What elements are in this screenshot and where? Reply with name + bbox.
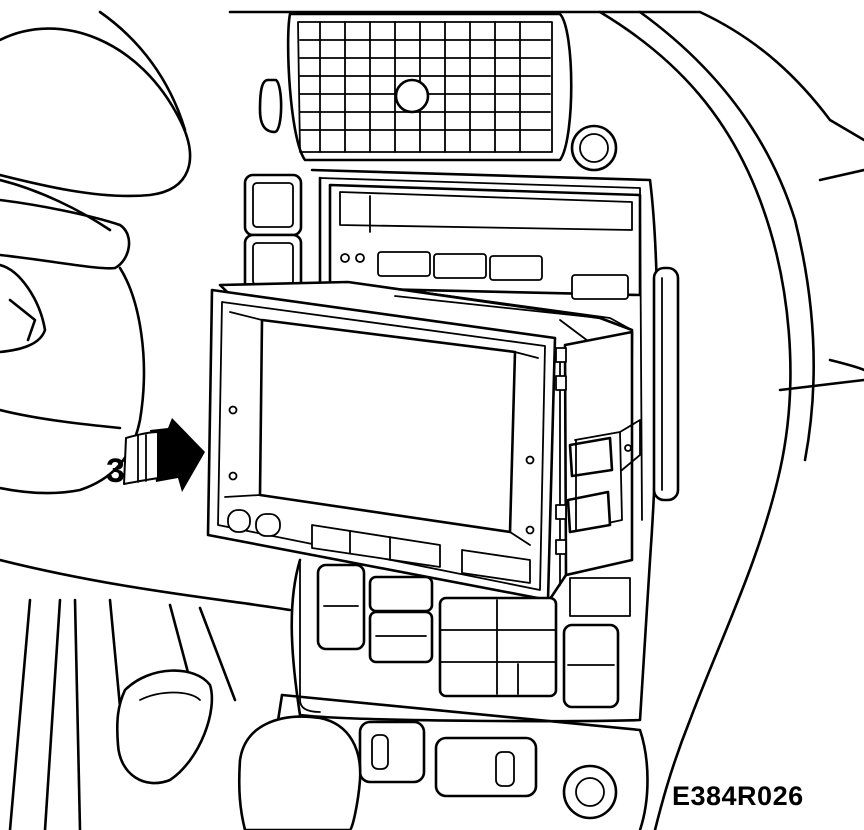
bezel-button-far [461,549,531,584]
bezel-button-left [227,509,251,533]
hazard-button [570,124,618,172]
callout-number: 3 [106,452,125,490]
air-vent [258,12,573,162]
bezel-button-strip [311,524,441,568]
right-slot [652,266,680,502]
lower-console [237,693,649,830]
steering-wheel-fragment [0,198,146,495]
climate-control-panel [299,559,631,713]
vent-knob [394,78,430,114]
side-switches [243,173,303,295]
dashboard-outline [0,10,864,830]
figure-id: E384R026 [672,781,804,811]
bezel-button-right [255,513,281,537]
gear-knob [237,715,362,830]
nav-display-unit [206,280,641,604]
insertion-arrow [123,418,205,492]
display-screen [258,318,517,534]
upper-audio-unit [328,183,642,300]
lower-left-panel [8,598,237,830]
